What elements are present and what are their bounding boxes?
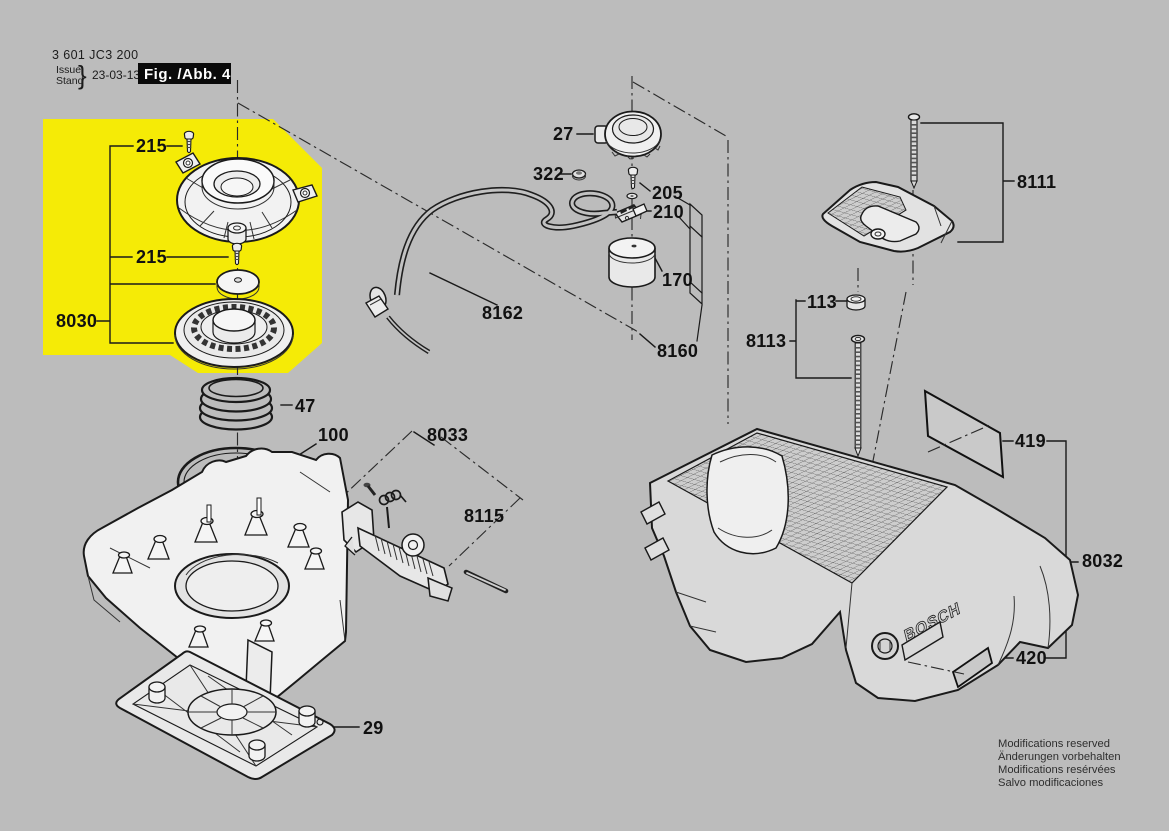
screw-205 [626, 166, 639, 200]
footer-notes: Modifications reserved Änderungen vorbeh… [998, 738, 1121, 789]
part-label-100: 100 [318, 425, 349, 445]
part-label-113: 113 [807, 292, 837, 312]
part-label-47: 47 [295, 396, 316, 416]
part-label-8030: 8030 [56, 311, 97, 331]
spring-47 [198, 376, 274, 431]
part-number-labels: 215 215 8030 47 100 8033 8115 29 27 322 … [56, 124, 1123, 738]
bearing-flange-8030 [175, 130, 318, 245]
part-label-29: 29 [363, 718, 384, 738]
part-label-210: 210 [653, 202, 684, 222]
base-plate-29 [115, 650, 336, 780]
type-number: 3 601 JC3 200 [52, 48, 139, 62]
footer-line-fr: Modifications resérvées [998, 764, 1116, 776]
terminal-210 [613, 203, 648, 223]
issue-label-en: Issue [56, 64, 81, 76]
part-label-205: 205 [652, 183, 683, 203]
footer-line-en: Modifications reserved [998, 738, 1110, 750]
part-label-8113: 8113 [746, 331, 786, 351]
part-label-27: 27 [553, 124, 574, 144]
part-label-215-top: 215 [136, 136, 167, 156]
issue-date: 23-03-13 [92, 68, 140, 82]
label-sticker-420 [951, 646, 994, 689]
issue-label-de: Stand [56, 75, 84, 87]
leader-lines [96, 122, 1079, 728]
part-label-215-mid: 215 [136, 247, 167, 267]
sanding-plate-bearing [174, 298, 294, 370]
part-label-8033: 8033 [427, 425, 468, 445]
sticker-centerlines [907, 424, 991, 675]
issue-brace: } [78, 60, 87, 90]
title-block: 3 601 JC3 200 Issue Stand } 23-03-13 Fig… [52, 48, 231, 90]
cable-8162 [365, 186, 618, 354]
figure-number-label: Fig. /Abb. 4 [144, 66, 231, 83]
part-label-8115: 8115 [464, 506, 504, 526]
part-label-170: 170 [662, 270, 693, 290]
footer-line-es: Salvo modificaciones [998, 777, 1103, 789]
part-label-420: 420 [1016, 648, 1047, 668]
part-label-8162: 8162 [482, 303, 523, 323]
label-sticker-419 [923, 389, 1005, 479]
part-label-419: 419 [1015, 431, 1046, 451]
clamp-lever-8115 [341, 482, 509, 602]
footer-line-de: Änderungen vorbehalten [998, 751, 1121, 763]
figure-number-box [138, 63, 231, 84]
screw-8113 [850, 334, 866, 458]
cap-113 [846, 294, 866, 311]
damper-washer-215 [216, 242, 260, 300]
aux-handle-8111 [821, 113, 955, 253]
part-label-322: 322 [533, 164, 564, 184]
top-housing-8032: BOSCH [640, 427, 1080, 703]
cap-27 [594, 110, 662, 160]
part-label-8160: 8160 [657, 341, 698, 361]
lower-housing [82, 447, 350, 707]
part-label-8032: 8032 [1082, 551, 1123, 571]
solenoid-170 [608, 237, 656, 288]
part-label-8111: 8111 [1017, 172, 1056, 192]
nut-322 [571, 169, 587, 181]
